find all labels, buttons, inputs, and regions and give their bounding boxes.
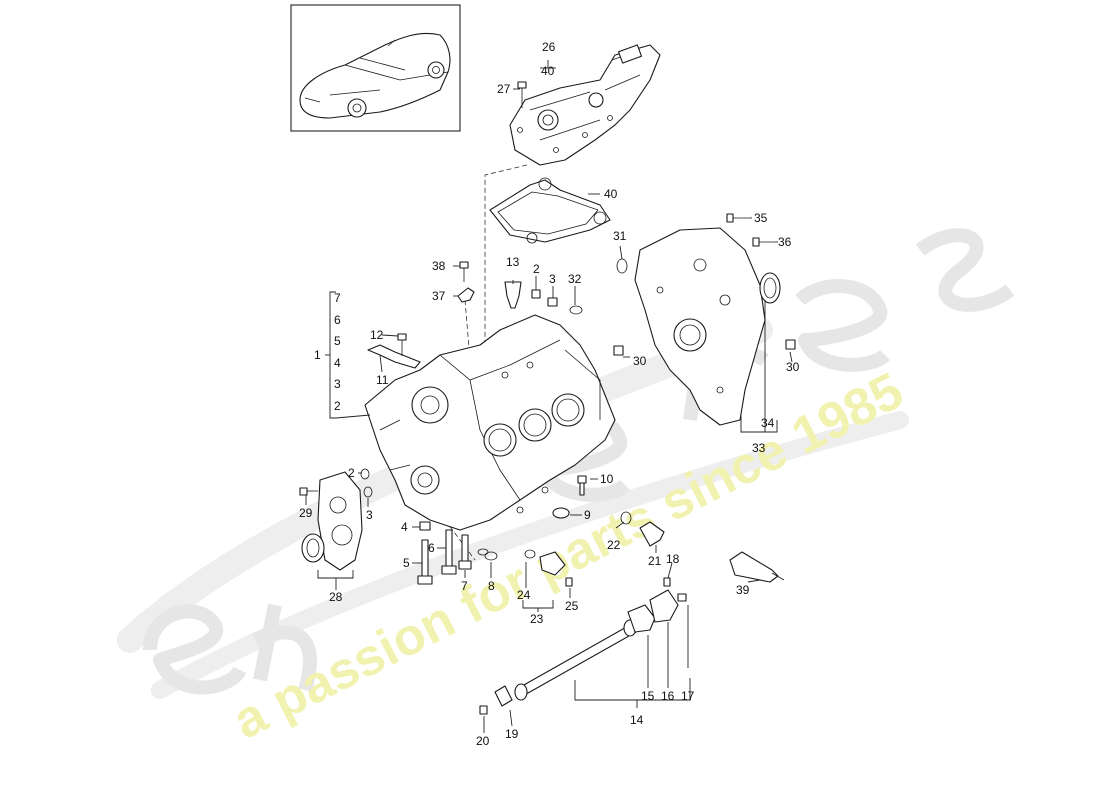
callout-19: 19	[505, 727, 519, 741]
callout-39: 39	[736, 583, 750, 597]
callout-4-stack: 4	[334, 356, 341, 370]
callout-24: 24	[517, 588, 531, 602]
callout-31: 31	[613, 229, 627, 243]
callout-14: 14	[630, 713, 644, 727]
callout-8: 8	[488, 579, 495, 593]
leader-lines	[305, 60, 793, 733]
bolt-27-icon	[517, 81, 527, 108]
callout-12: 12	[370, 328, 384, 342]
callout-numbers: 26 40 27 40 31 35 36 38 37 13 2 3 32 7 6…	[299, 40, 800, 748]
bolts-5-6-7-icon	[417, 521, 472, 585]
callout-7-bolt: 7	[461, 579, 468, 593]
bracket-11-icon	[367, 333, 421, 369]
shaft-illustration	[479, 577, 687, 715]
callout-30-right: 30	[786, 360, 800, 374]
callout-29: 29	[299, 506, 313, 520]
callout-5-bolt: 5	[403, 556, 410, 570]
engine-crankcase-illustration	[364, 314, 616, 531]
callout-7-stack: 7	[334, 291, 341, 305]
callout-5-stack: 5	[334, 334, 341, 348]
watermark: a passion for parts since 1985	[117, 228, 1015, 751]
callout-3-top: 3	[549, 272, 556, 286]
callout-1: 1	[314, 348, 321, 362]
callout-32: 32	[568, 272, 582, 286]
callout-4-left: 4	[401, 520, 408, 534]
callout-28: 28	[329, 590, 343, 604]
callout-9: 9	[584, 508, 591, 522]
bolt-35-icon	[726, 213, 775, 247]
callout-37: 37	[432, 289, 446, 303]
callout-21: 21	[648, 554, 662, 568]
callout-23: 23	[530, 612, 544, 626]
callout-2-top: 2	[533, 262, 540, 276]
sensor-37-icon	[457, 261, 475, 303]
callout-15: 15	[641, 689, 655, 703]
oil-pump-cover-illustration	[509, 44, 661, 166]
callout-16: 16	[661, 689, 675, 703]
callout-40-gasket: 40	[604, 187, 618, 201]
callout-22: 22	[607, 538, 621, 552]
callout-6-stack: 6	[334, 313, 341, 327]
callout-20: 20	[476, 734, 490, 748]
alignment-line	[484, 164, 528, 380]
callout-3-left: 3	[366, 508, 373, 522]
callout-2-left: 2	[348, 466, 355, 480]
callout-33: 33	[752, 441, 766, 455]
callout-35: 35	[754, 211, 768, 225]
callout-13: 13	[506, 255, 520, 269]
sealant-tube-icon	[729, 551, 785, 583]
callout-3-stack: 3	[334, 377, 341, 391]
callout-36: 36	[778, 235, 792, 249]
end-plate-illustration	[299, 468, 373, 571]
callout-27: 27	[497, 82, 511, 96]
callout-10: 10	[600, 472, 614, 486]
callout-17: 17	[681, 689, 695, 703]
callout-2-stack: 2	[334, 399, 341, 413]
callout-18: 18	[666, 552, 680, 566]
callout-38: 38	[432, 259, 446, 273]
small-parts-icon	[477, 475, 665, 587]
car-thumbnail-icon	[290, 4, 461, 132]
callout-25: 25	[565, 599, 579, 613]
callout-6-bolt: 6	[428, 541, 435, 555]
plug-13-icon	[504, 281, 583, 315]
callout-30-left: 30	[633, 354, 647, 368]
callout-34: 34	[761, 416, 775, 430]
callout-26: 26	[542, 40, 556, 54]
timing-cover-illustration	[613, 227, 796, 426]
callout-11: 11	[376, 373, 389, 387]
callout-40-top: 40	[541, 64, 555, 78]
gasket-illustration	[489, 177, 611, 244]
